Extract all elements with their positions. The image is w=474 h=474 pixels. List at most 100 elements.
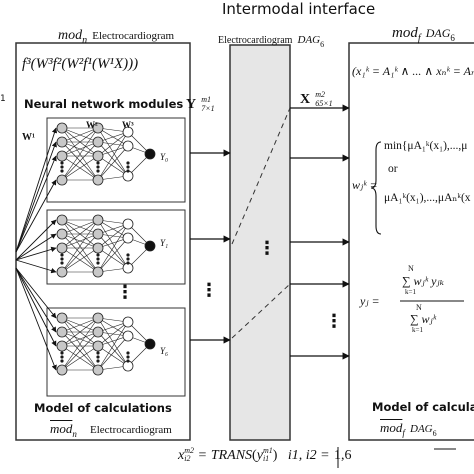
output-label-y1: Y₁ [160,238,169,248]
left-block-frame [15,42,191,441]
network-edge [61,345,99,371]
network-edge [97,155,129,177]
y-numerator: ∑ wⱼᵏ yⱼₖ [402,274,444,288]
output-node [144,240,156,252]
y-denominator: ∑ wⱼᵏ [410,312,437,326]
network-edge [61,127,99,181]
hidden-node [92,150,104,162]
ellipsis-dot [96,359,100,363]
middle-block-band [229,44,291,441]
w-case-or: or [388,163,398,175]
w-label: wⱼᵏ = [352,178,378,192]
ellipsis-dot [96,257,100,261]
network-edge [97,223,129,249]
input-arrow [15,141,57,253]
input-node [56,312,68,324]
output-node [144,148,156,160]
ellipsis-dot [96,261,100,265]
ellipsis-dot [126,169,130,173]
modules-label: Neural network modules [24,97,184,111]
ellipsis-dot [60,359,64,363]
network-edge [61,317,99,371]
network-edge [97,223,129,273]
network-edge [97,345,129,367]
hidden-node [92,174,104,186]
input-arrow [15,233,57,261]
y-sum-bottom-k-den: k=1 [412,326,423,334]
input-node [56,266,68,278]
hidden2-node [122,218,134,230]
input-node [56,122,68,134]
hidden-node [92,242,104,254]
hidden-node [92,266,104,278]
ellipsis-dot [126,257,130,261]
input-node [56,364,68,376]
ellipsis-dot [60,355,64,359]
hidden-node [92,312,104,324]
neural-network-graphs [56,122,156,376]
network-edge [61,219,99,235]
hidden-node [92,326,104,338]
mapping-dashed-line-2 [231,283,291,339]
network-edge [97,219,129,269]
hidden-node [92,228,104,240]
output-ellipsis: ⋮ [200,280,218,301]
hidden-node [92,340,104,352]
y-sum-top-n-den: N [416,303,422,312]
ellipsis-dot [96,165,100,169]
input-node [56,136,68,148]
hidden2-node [122,232,134,244]
network-edge [97,331,129,367]
network-edge [97,321,129,347]
network-edge [97,233,129,269]
cases-brace [370,141,382,235]
output-label-y6: Y₆ [160,346,169,356]
network-edge [97,237,129,273]
ellipsis-dot [126,253,130,257]
input-arrow [15,219,57,261]
network-edge [61,219,99,273]
network-edge [97,247,129,269]
x-vector-label: X m2 65×1 [300,89,333,108]
ellipsis-dot [60,351,64,355]
right-footer-mod: modf DAG6 [380,420,437,439]
network-edge [61,247,99,273]
ellipsis-dot [126,261,130,265]
ellipsis-dot [96,351,100,355]
w2-label: W² [86,120,98,130]
ellipsis-dot [126,359,130,363]
network-edge [61,219,99,249]
ellipsis-dot [96,169,100,173]
left-footer-label: Model of calculations [34,401,172,415]
input-arrow [15,155,57,253]
input-node [56,340,68,352]
input-arrow [15,267,57,347]
y-sum-bottom-k: k=1 [405,288,416,296]
hidden2-node [122,126,134,138]
network-edge [61,331,99,347]
middle-ellipsis: ⋮ [258,238,276,259]
network-edge [61,233,99,249]
input-arrow [15,267,57,333]
network-edge [97,317,129,367]
y-vector-label: Y m1 7×1 [186,94,215,113]
middle-header: Electrocardiogram DAG6 [218,34,325,50]
input-node [56,228,68,240]
w-case-min: min{μA₁ᵏ(x₁),...,μ [384,140,468,152]
ellipsis-dot [96,355,100,359]
composition-formula: f³(W³f²(W²f¹(W¹X))) [22,56,139,72]
y-sum-top-n: N [408,264,414,273]
network-edge [97,127,129,177]
y-label: yⱼ = [360,294,380,308]
right-footer-label: Model of calcula [372,400,474,414]
input-arrow [15,246,57,261]
network-edge [61,233,99,273]
network-edge [97,131,129,157]
network-edge [61,141,99,157]
hidden-node [92,364,104,376]
diagram-title: Intermodal interface [222,0,376,18]
w3-label: W³ [122,120,134,130]
ellipsis-dot [96,161,100,165]
